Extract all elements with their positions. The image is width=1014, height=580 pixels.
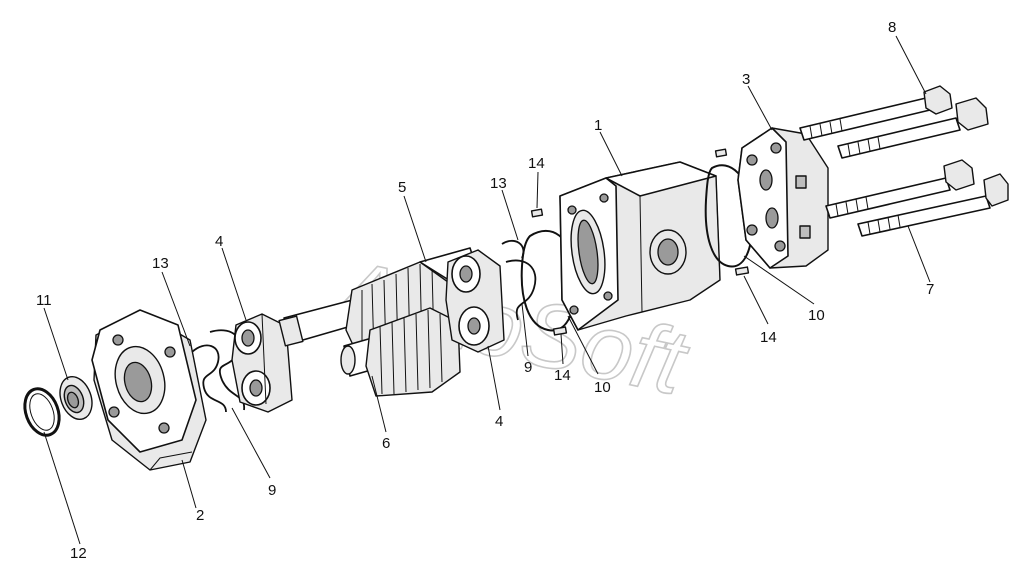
part-dowel-pin-1: [530, 208, 544, 218]
callout-7: 7: [926, 281, 934, 298]
part-bolt-lower-2: [857, 173, 1009, 237]
callout-9-left: 9: [268, 482, 276, 499]
callout-labels: 1 2 3 4 4 5 6 7 8 9 9 10 10 11 12 13 13 …: [36, 19, 934, 562]
callout-3: 3: [742, 71, 750, 88]
part-bearing-block-right: [445, 249, 505, 353]
part-dowel-pin-2: [552, 326, 568, 336]
callout-13-right: 13: [490, 175, 507, 192]
callout-11: 11: [36, 292, 52, 309]
callout-4-right: 4: [495, 413, 503, 430]
callout-14-upper: 14: [528, 155, 545, 172]
leader-lines: [43, 35, 931, 545]
part-front-cover: [91, 309, 207, 471]
part-wire-ring-right: [501, 239, 525, 259]
callout-9-right: 9: [524, 359, 532, 376]
callout-6: 6: [382, 435, 390, 452]
part-bearing-block-left: [231, 313, 293, 413]
callout-10-left: 10: [594, 379, 611, 396]
part-wire-ring-left: [191, 344, 227, 413]
callout-10-right: 10: [808, 307, 825, 324]
callout-13-left: 13: [152, 255, 169, 272]
callout-12: 12: [70, 545, 87, 562]
part-seal-ring-left: [209, 329, 245, 411]
part-dowel-pin-3: [714, 148, 728, 158]
part-rear-cover: [737, 127, 829, 269]
part-driven-gear: [340, 307, 461, 397]
part-bolt-upper-1: [799, 85, 953, 141]
callout-1: 1: [594, 117, 602, 134]
part-pump-body: [559, 161, 721, 331]
part-bolt-lower-1: [825, 159, 975, 219]
callout-8: 8: [888, 19, 896, 36]
part-shaft-seal: [59, 375, 93, 421]
callout-14-right: 14: [760, 329, 777, 346]
part-retaining-ring: [23, 387, 61, 437]
callout-5: 5: [398, 179, 406, 196]
callout-4-left: 4: [215, 233, 223, 250]
part-bolt-upper-2: [837, 97, 989, 159]
callout-2: 2: [196, 507, 204, 524]
part-dowel-pin-4: [734, 266, 750, 276]
callout-14-lower: 14: [554, 367, 571, 384]
